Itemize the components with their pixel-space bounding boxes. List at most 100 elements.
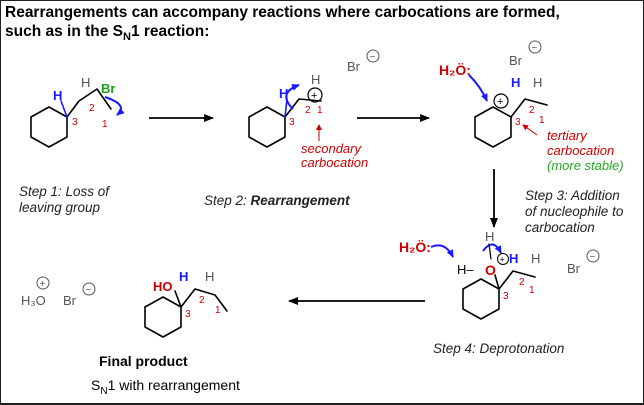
bromide-ion-1: Br − xyxy=(347,49,380,74)
chain-1 xyxy=(66,88,112,118)
c-o-bond xyxy=(494,274,500,290)
molecule-1: H H Br 3 2 1 xyxy=(30,75,125,148)
hydrogen-5b: H xyxy=(205,269,214,284)
c-h-bond-1 xyxy=(60,100,68,118)
ring-2 xyxy=(248,106,286,148)
chain-5 xyxy=(180,288,228,312)
carbon-number-2c: 2 xyxy=(529,105,535,116)
positive-sign-4: + xyxy=(500,255,505,265)
tertiary-pointer xyxy=(522,124,538,136)
bromide-3-label: Br xyxy=(567,261,581,276)
water-nucleophile-2: H₂Ö: xyxy=(399,239,502,258)
step3-caption: Step 3: Addition of nucleophile to carbo… xyxy=(525,188,624,235)
carbon-number-3c: 3 xyxy=(515,117,521,128)
secondary-label-1: secondary xyxy=(301,141,362,156)
carbon-number-3e: 3 xyxy=(185,309,191,320)
deprotonation-arrow-2 xyxy=(482,243,502,254)
hydrogen-5: H xyxy=(179,269,188,284)
negative-charge-3 xyxy=(586,249,600,263)
negative-charge-1 xyxy=(366,49,380,63)
positive-charge-3 xyxy=(493,93,509,109)
negative-charge-4 xyxy=(82,282,96,296)
carbon-number-3d: 3 xyxy=(503,291,509,302)
bromide-ion-3: Br − xyxy=(567,249,600,276)
carbon-number-3b: 3 xyxy=(289,117,295,128)
bromine-1: Br xyxy=(101,81,115,96)
hydride-shift-arrow xyxy=(285,84,300,110)
carbon-number-1c: 1 xyxy=(539,115,545,126)
hydronium-label: H₃O xyxy=(21,293,46,308)
positive-charge-4 xyxy=(497,253,509,265)
hydronium-charge xyxy=(36,276,50,290)
oxonium-h-top: H xyxy=(485,229,494,244)
ring-3 xyxy=(474,106,512,148)
final-product-subtitle: SN1 with rearrangement xyxy=(91,377,240,397)
molecule-3: + H H 3 2 1 xyxy=(474,75,548,148)
secondary-label-2: carbocation xyxy=(301,155,368,170)
step2-caption: Step 2: Rearrangement xyxy=(204,193,350,208)
carbon-number-2e: 2 xyxy=(199,295,205,306)
hydrogen-1: H xyxy=(53,88,62,103)
hydrogen-2b: H xyxy=(311,72,320,87)
oxonium-h-left: H– xyxy=(457,262,474,277)
step1-caption: Step 1: Loss of leaving group xyxy=(19,184,110,215)
final-product-molecule: HO H H 3 2 1 xyxy=(144,269,228,338)
hydrogen-4b: H xyxy=(531,251,540,266)
hydrogen-2: H xyxy=(279,86,288,101)
nucleophile-arrow-1 xyxy=(468,74,488,102)
byproducts: H₃O + Br − xyxy=(21,276,96,308)
ring-4 xyxy=(462,278,500,320)
negative-charge-2 xyxy=(528,40,542,54)
hydrogen-3b: H xyxy=(533,75,542,90)
carbon-number-1e: 1 xyxy=(215,305,221,316)
negative-sign-3: − xyxy=(590,252,596,263)
chain-4 xyxy=(498,270,536,290)
molecule-2: H H + 3 2 1 xyxy=(248,72,323,148)
carbon-number-3: 3 xyxy=(72,117,78,128)
ring-5 xyxy=(144,296,182,338)
carbon-number-1d: 1 xyxy=(529,285,535,296)
step4-caption: Step 4: Deprotonation xyxy=(433,341,565,356)
hydrogen-4: H xyxy=(509,251,518,266)
negative-sign-2: − xyxy=(532,43,538,54)
bromide-4-label: Br xyxy=(63,293,77,308)
hydroxyl-label: HO xyxy=(153,279,173,294)
water-label-1: H₂Ö: xyxy=(439,62,471,78)
positive-sign-3: + xyxy=(497,96,503,108)
hydrogen-3: H xyxy=(511,75,520,90)
negative-sign-4: − xyxy=(86,285,92,296)
negative-sign-1: − xyxy=(370,52,376,63)
o-h-bond-top xyxy=(488,243,492,260)
carbon-number-1: 1 xyxy=(102,119,108,130)
final-product-title: Final product xyxy=(99,353,188,369)
water-nucleophile-1: H₂Ö: xyxy=(439,62,488,102)
tertiary-label-2: carbocation xyxy=(547,143,614,158)
more-stable-label: (more stable) xyxy=(547,158,624,173)
water-label-2: H₂Ö: xyxy=(399,239,431,255)
carbon-number-2d: 2 xyxy=(519,277,525,288)
title: Rearrangements can accompany reactions w… xyxy=(5,3,635,47)
hydronium-plus: + xyxy=(40,279,46,290)
title-line-2: such as in the SN1 reaction: xyxy=(5,23,210,44)
chain-2 xyxy=(284,98,322,118)
positive-sign-2: + xyxy=(311,90,317,102)
title-line-1: Rearrangements can accompany reactions w… xyxy=(5,4,560,21)
deprotonation-arrow-1 xyxy=(430,244,454,258)
molecule-4: H H– O + H H 3 2 1 xyxy=(457,229,540,320)
tertiary-label-1: tertiary xyxy=(547,128,588,143)
positive-charge-2 xyxy=(307,87,323,103)
ring-1 xyxy=(30,106,68,148)
carbon-number-1b: 1 xyxy=(317,105,323,116)
bromide-ion-2: Br − xyxy=(509,40,542,68)
c-oh-bond xyxy=(174,290,182,308)
bromide-1-label: Br xyxy=(347,59,361,74)
carbon-number-2b: 2 xyxy=(305,105,311,116)
bromide-2-label: Br xyxy=(509,53,523,68)
curved-arrow-1 xyxy=(104,96,125,116)
hydrogen-1b: H xyxy=(81,75,90,90)
oxonium-oxygen: O xyxy=(485,262,496,278)
chain-3 xyxy=(510,98,548,118)
carbon-number-2: 2 xyxy=(89,103,95,114)
